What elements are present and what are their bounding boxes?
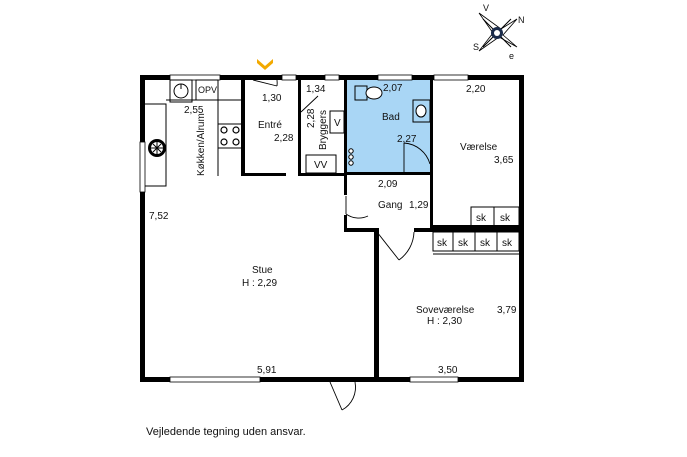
compass-south: S (473, 42, 479, 52)
bath-label: Bad (382, 112, 400, 123)
dim-kitchen-side: 7,52 (149, 211, 169, 222)
cabinet-label: sk (500, 213, 511, 224)
cabinet-label: sk (458, 238, 469, 249)
dim-bath-top: 2,07 (383, 83, 403, 94)
room-label: Værelse (460, 142, 498, 153)
cabinet-label: sk (502, 238, 513, 249)
opv-label: OPV (198, 85, 217, 95)
utility-fixtures (305, 110, 345, 174)
cabinet-label: sk (437, 238, 448, 249)
entry-label: Entré (258, 120, 282, 131)
fixture-labels: OPV V VV sk sk sk sk sk sk (198, 85, 513, 249)
compass-north: N (518, 15, 525, 25)
vv-label: VV (314, 160, 328, 171)
entrance-arrow-icon (257, 59, 273, 70)
dim-entry-top: 1,30 (262, 93, 282, 104)
v-label: V (334, 118, 341, 129)
bedroom-label: Soveværelse (416, 305, 475, 316)
bath-fixtures (348, 85, 431, 166)
dim-living-bottom: 5,91 (257, 365, 277, 376)
dimension-labels: 2,55 7,52 1,30 2,28 1,34 2,28 2,07 2,27 … (149, 83, 517, 376)
living-height: H : 2,29 (242, 278, 277, 289)
dim-bedroom-side: 3,79 (497, 305, 517, 316)
disclaimer-text: Vejledende tegning uden ansvar. (146, 426, 306, 438)
dim-room-side: 3,65 (494, 155, 514, 166)
bedroom-height: H : 2,30 (427, 316, 462, 327)
living-label: Stue (252, 265, 273, 276)
windows (139, 74, 469, 383)
kitchen-counter (145, 79, 245, 187)
dim-room-top: 2,20 (466, 84, 486, 95)
dim-utility-top: 1,34 (306, 84, 326, 95)
kitchen-label: Køkken/Alrum (196, 113, 207, 176)
dim-hall-width: 1,29 (409, 200, 429, 211)
wardrobes (432, 206, 520, 255)
utility-label: Bryggers (318, 110, 329, 150)
cabinet-label: sk (476, 213, 487, 224)
hall-label: Gang (378, 200, 402, 211)
bath-floor (347, 79, 430, 173)
dim-kitchen-top: 2,55 (184, 105, 204, 116)
compass-east: e (509, 51, 514, 61)
compass-west: V (483, 3, 489, 13)
dim-entry-side: 2,28 (274, 133, 294, 144)
room-labels: Køkken/Alrum Entré Bryggers Bad Værelse … (196, 110, 498, 327)
dim-bath-side: 2,27 (397, 134, 417, 145)
dim-utility-side: 2,28 (306, 108, 317, 128)
compass-icon: N V S e (473, 3, 525, 61)
dim-bedroom-bottom: 3,50 (438, 365, 458, 376)
interior-walls (241, 80, 519, 382)
dim-bath-bottom: 2,09 (378, 179, 398, 190)
doors (252, 79, 433, 411)
cabinet-label: sk (480, 238, 491, 249)
